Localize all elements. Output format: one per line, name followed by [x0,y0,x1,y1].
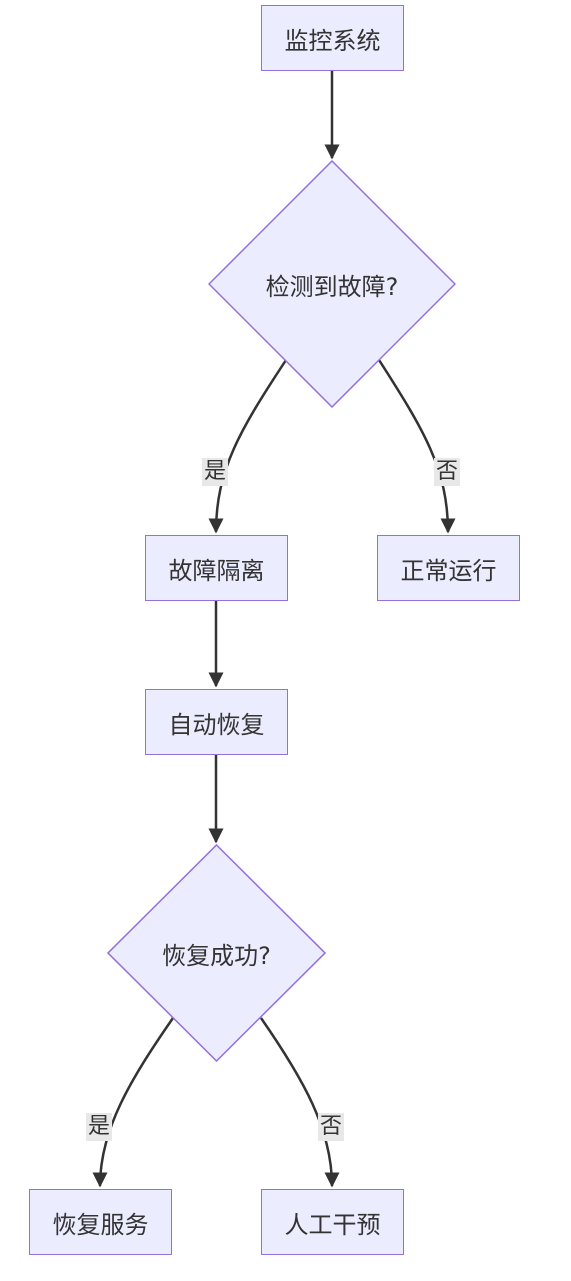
diamond-shape [107,844,326,1062]
node-monitor-system: 监控系统 [261,5,404,71]
decision-recovery-success: 恢复成功? [107,844,326,1062]
edge-label-no-fault: 否 [434,458,461,486]
node-fault-isolation: 故障隔离 [145,535,288,601]
edge-label-no-recovery: 否 [318,1113,345,1141]
decision-fault-detected-label: 检测到故障? [265,272,399,301]
edge-recover-ok-to-restore [92,1017,175,1188]
diamond-shape [208,160,456,408]
edge-label-yes-recovery: 是 [86,1113,113,1141]
node-manual-intervention: 人工干预 [261,1189,404,1255]
edge-detect-to-isolate [208,359,288,534]
node-normal-operation: 正常运行 [377,535,520,601]
edge-recover-ok-to-manual [259,1017,340,1188]
decision-recovery-success-label: 恢复成功? [162,941,271,970]
edge-label-yes-fault: 是 [202,458,229,486]
decision-fault-detected: 检测到故障? [208,160,456,408]
node-auto-recovery: 自动恢复 [145,689,288,755]
node-restore-service: 恢复服务 [29,1189,172,1255]
edge-detect-to-normal [377,359,456,534]
